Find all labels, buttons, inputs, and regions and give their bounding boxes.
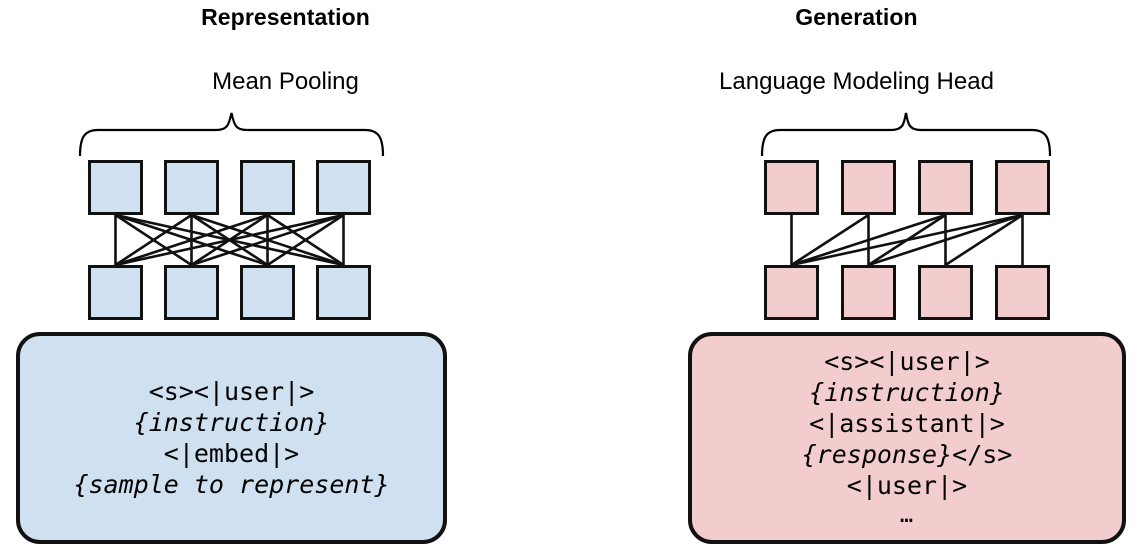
prompt-segment: <s><|user|> <box>824 346 990 376</box>
token-node-bottom-4 <box>995 265 1050 320</box>
panel-generation: Generation Language Modeling Head <s><|u… <box>571 0 1142 556</box>
subtitle-mean-pooling: Mean Pooling <box>212 68 359 95</box>
prompt-segment: {instruction} <box>809 377 1005 407</box>
token-node-top-1 <box>88 160 143 215</box>
token-node-bottom-1 <box>88 265 143 320</box>
prompt-template-generation: <s><|user|> {instruction} <|assistant|> … <box>688 332 1126 544</box>
page-title-representation: Representation <box>201 4 370 30</box>
curly-brace-icon <box>760 112 1052 156</box>
token-node-bottom-2 <box>841 265 896 320</box>
token-node-bottom-2 <box>164 265 219 320</box>
prompt-segment: </s> <box>952 439 1013 469</box>
prompt-segment: <|embed|> <box>163 439 300 468</box>
token-node-bottom-3 <box>918 265 973 320</box>
panel-representation: Representation Mean Pooling <box>16 4 447 544</box>
token-node-top-4 <box>995 160 1050 215</box>
token-node-top-2 <box>164 160 219 215</box>
token-node-top-4 <box>316 160 371 215</box>
prompt-segment: {response} <box>801 439 953 469</box>
prompt-segment: <s><|user|> <box>148 377 315 406</box>
prompt-line: {sample to represent} <box>73 469 389 500</box>
prompt-line: <|user|> <box>847 470 967 501</box>
page-title-generation: Generation <box>795 4 918 30</box>
token-node-top-2 <box>841 160 896 215</box>
prompt-line-ellipsis: … <box>900 501 914 531</box>
prompt-line: {instruction} <box>809 377 1005 408</box>
prompt-segment: <|assistant|> <box>809 408 1005 438</box>
prompt-segment: <|user|> <box>846 470 968 500</box>
curly-brace-icon <box>78 112 385 156</box>
token-node-top-3 <box>918 160 973 215</box>
prompt-segment: … <box>899 502 915 528</box>
prompt-line: <s><|user|> <box>824 346 990 377</box>
prompt-segment: {sample to represent} <box>73 470 390 499</box>
subtitle-language-modeling-head: Language Modeling Head <box>719 68 994 95</box>
token-node-bottom-1 <box>764 265 819 320</box>
prompt-line: <|embed|> <box>164 438 299 469</box>
prompt-line: <|assistant|> <box>809 408 1005 439</box>
prompt-line: <s><|user|> <box>149 376 315 407</box>
token-node-bottom-3 <box>240 265 295 320</box>
prompt-line: {response}</s> <box>802 439 1013 470</box>
token-node-bottom-4 <box>316 265 371 320</box>
token-node-top-1 <box>764 160 819 215</box>
token-node-top-3 <box>240 160 295 215</box>
prompt-template-representation: <s><|user|> {instruction} <|embed|> {sam… <box>16 332 447 544</box>
prompt-line: {instruction} <box>134 407 330 438</box>
prompt-segment: {instruction} <box>133 408 330 437</box>
